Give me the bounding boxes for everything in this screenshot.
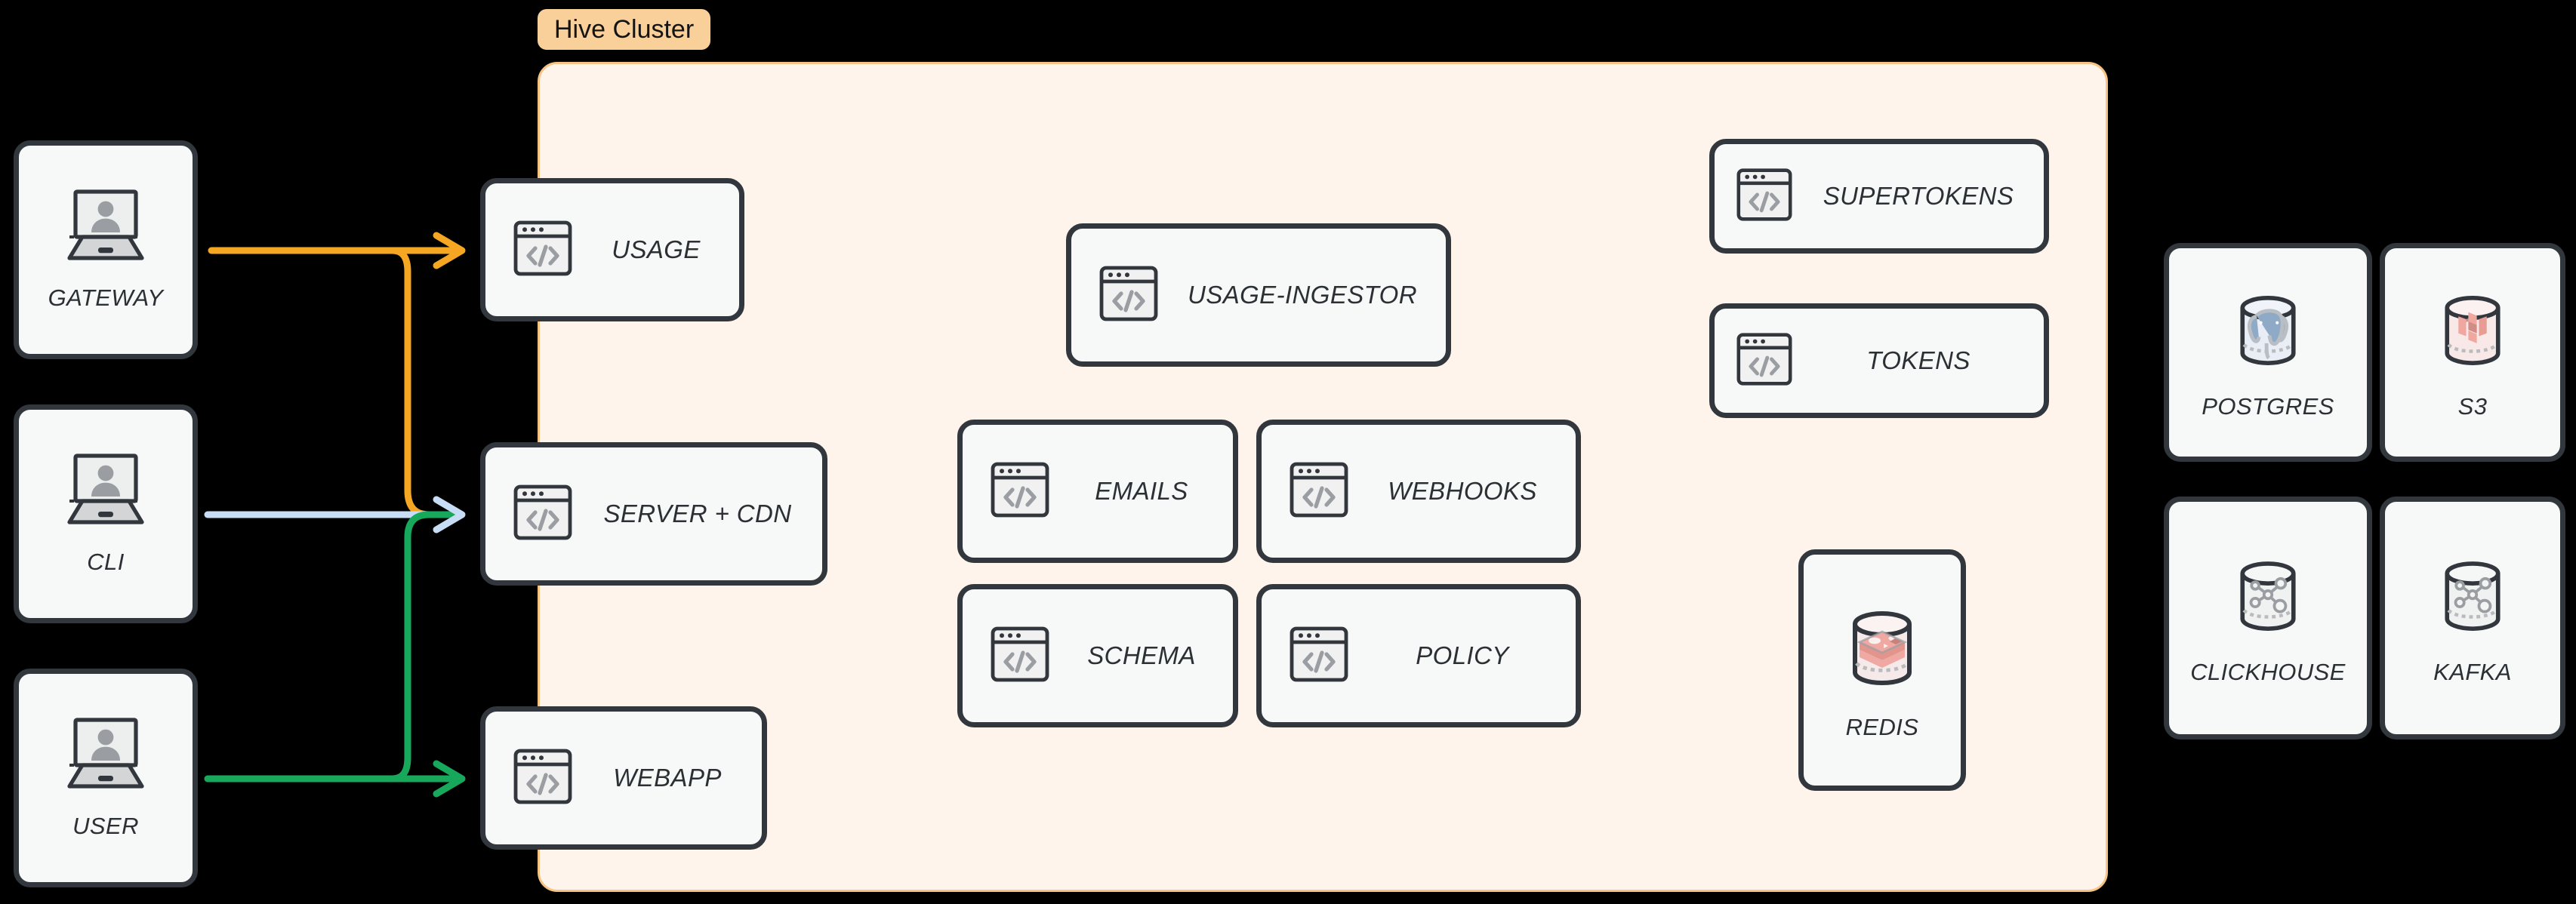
client-node-cli[interactable]: CLI [14, 404, 198, 623]
code-window-icon [990, 460, 1050, 524]
code-window-icon [1098, 263, 1159, 327]
code-window-icon [990, 624, 1050, 688]
service-node-schema[interactable]: SCHEMA [957, 584, 1238, 727]
service-node-supertokens[interactable]: SUPERTOKENS [1709, 139, 2049, 254]
laptop-user-icon [56, 717, 156, 799]
datastore-label: S3 [2457, 392, 2488, 420]
datastore-node-kafka[interactable]: KAFKA [2380, 497, 2565, 739]
graph-cylinder-icon [2223, 551, 2313, 645]
code-window-icon [513, 746, 573, 810]
datastore-node-redis[interactable]: REDIS [1798, 549, 1966, 791]
service-label: WEBHOOKS [1388, 477, 1537, 505]
service-label: USAGE-INGESTOR [1188, 281, 1417, 309]
client-node-gateway[interactable]: GATEWAY [14, 140, 198, 359]
code-window-icon [1289, 624, 1349, 688]
datastore-label: CLICKHOUSE [2190, 658, 2346, 685]
wire-gateway-servercdn [389, 247, 457, 518]
datastore-node-postgres[interactable]: POSTGRES [2164, 243, 2372, 462]
service-label: WEBAPP [613, 764, 722, 792]
service-node-usage[interactable]: USAGE [480, 178, 744, 321]
datastore-node-clickhouse[interactable]: CLICKHOUSE [2164, 497, 2372, 739]
service-node-emails[interactable]: EMAILS [957, 420, 1238, 563]
hive-cluster-badge: Hive Cluster [538, 9, 711, 50]
client-label: GATEWAY [48, 284, 164, 311]
datastore-label: REDIS [1845, 713, 1919, 740]
service-label: EMAILS [1095, 477, 1188, 505]
service-node-tokens[interactable]: TOKENS [1709, 303, 2049, 418]
redis-cylinder-icon [1834, 600, 1930, 700]
arrowhead-webapp [433, 760, 466, 798]
service-label: USAGE [612, 235, 701, 263]
service-node-webapp[interactable]: WEBAPP [480, 706, 767, 850]
code-window-icon [513, 218, 573, 282]
datastore-label: POSTGRES [2202, 392, 2334, 420]
service-label: SCHEMA [1087, 641, 1196, 669]
code-window-icon [1736, 331, 1793, 392]
arrowhead-usage [433, 232, 466, 269]
laptop-user-icon [56, 453, 156, 535]
postgres-cylinder-icon [2223, 285, 2313, 380]
s3-cylinder-icon [2427, 285, 2518, 380]
service-node-server-cdn[interactable]: SERVER + CDN [480, 442, 827, 586]
service-node-usage-ingestor[interactable]: USAGE-INGESTOR [1066, 223, 1451, 367]
code-window-icon [1736, 166, 1793, 227]
service-label: POLICY [1416, 641, 1509, 669]
service-label: SERVER + CDN [603, 500, 792, 527]
code-window-icon [1289, 460, 1349, 524]
service-node-policy[interactable]: POLICY [1256, 584, 1581, 727]
service-node-webhooks[interactable]: WEBHOOKS [1256, 420, 1581, 563]
service-label: TOKENS [1866, 346, 1971, 374]
datastore-node-s3[interactable]: S3 [2380, 243, 2565, 462]
client-label: USER [72, 812, 139, 839]
service-label: SUPERTOKENS [1823, 182, 2014, 210]
code-window-icon [513, 482, 573, 546]
client-node-user[interactable]: USER [14, 669, 198, 887]
datastore-label: KAFKA [2433, 658, 2512, 685]
arrowhead-servercdn [433, 496, 466, 533]
wire-user-servercdn [389, 511, 457, 783]
laptop-user-icon [56, 189, 156, 271]
graph-cylinder-icon [2427, 551, 2518, 645]
client-label: CLI [87, 548, 125, 575]
